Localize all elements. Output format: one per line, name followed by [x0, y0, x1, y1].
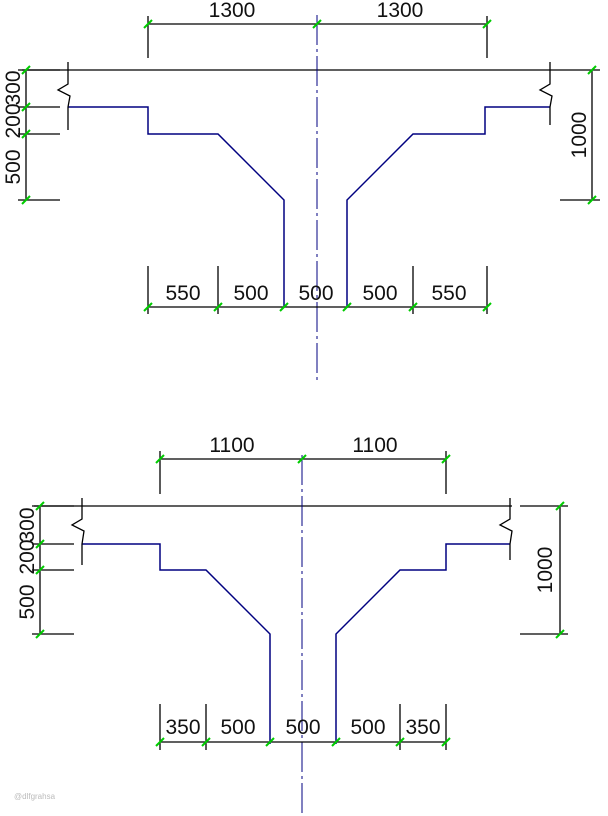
bottom-dim-text-1-4: 550: [431, 282, 466, 305]
section-outline-right-2: [335, 543, 510, 744]
section-outline-right-1: [346, 106, 550, 308]
watermark: @dlfgrahsa: [14, 792, 56, 801]
bottom-dim-tick-2e: [395, 737, 405, 747]
left-dim-tick-1a: [21, 65, 31, 75]
break-symbol-left-2: [70, 498, 85, 565]
top-dim-text-1-1: 1300: [377, 0, 424, 22]
bottom-dim-tick-1c: [279, 302, 289, 312]
bottom-dim-tick-2d: [331, 737, 341, 747]
top-dim-tick-2a: [155, 454, 165, 464]
left-dim-tick-2d: [35, 629, 45, 639]
bottom-dim-tick-1b: [213, 302, 223, 312]
right-dim-tick-2b: [555, 629, 565, 639]
top-dim-text-2-1: 1100: [352, 434, 397, 457]
left-dim-tick-2c: [35, 565, 45, 575]
bottom-dim-tick-2c: [265, 737, 275, 747]
break-symbol-right-2: [498, 498, 513, 560]
top-dim-text-1-0: 1300: [209, 0, 256, 22]
bottom-dim-text-2-1: 500: [220, 716, 255, 739]
right-dim-text-2: 1000: [534, 547, 557, 594]
bottom-dim-tick-1f: [482, 302, 492, 312]
bottom-dim-tick-1d: [342, 302, 352, 312]
bottom-dim-text-1-1: 500: [233, 282, 268, 305]
bottom-dim-text-2-2: 500: [285, 716, 320, 739]
bottom-dim-text-1-0: 550: [165, 282, 200, 305]
right-dim-tick-2a: [555, 501, 565, 511]
break-symbol-left-1: [56, 62, 71, 130]
left-dim-tick-1d: [21, 195, 31, 205]
left-dim-tick-2b: [35, 539, 45, 549]
bottom-dim-tick-2a: [155, 737, 165, 747]
top-dim-tick-1c: [482, 19, 492, 29]
bottom-dim-text-1-2: 500: [298, 282, 333, 305]
right-dim-tick-1a: [587, 65, 597, 75]
left-dim-text-2-0: 300: [16, 507, 39, 542]
left-dim-text-1-2: 500: [2, 149, 25, 184]
top-dim-tick-1a: [143, 19, 153, 29]
t-beam-section-1: 1300 1300 300 200 500 1000 550: [2, 0, 600, 380]
bottom-dim-tick-1e: [408, 302, 418, 312]
top-dim-text-2-0: 1100: [209, 434, 254, 457]
bottom-dim-text-2-0: 350: [165, 716, 200, 739]
top-dim-tick-1b: [312, 19, 322, 29]
left-dim-tick-2a: [35, 501, 45, 511]
top-dim-tick-2b: [297, 454, 307, 464]
left-dim-text-1-1: 200: [2, 103, 25, 138]
top-dim-tick-2c: [441, 454, 451, 464]
bottom-dim-tick-1a: [143, 302, 153, 312]
bottom-dim-text-2-4: 350: [405, 716, 440, 739]
left-dim-text-1-0: 300: [2, 70, 25, 105]
section-outline-left-1: [68, 106, 285, 308]
break-symbol-right-1: [538, 62, 553, 125]
right-dim-tick-1b: [587, 195, 597, 205]
t-beam-section-2: 1100 1100 300 200 500 1000 350: [16, 434, 568, 816]
bottom-dim-tick-2f: [441, 737, 451, 747]
left-dim-text-2-2: 500: [16, 584, 39, 619]
bottom-dim-tick-2b: [201, 737, 211, 747]
left-dim-tick-1b: [21, 102, 31, 112]
right-dim-text-1: 1000: [568, 112, 591, 159]
left-dim-text-2-1: 200: [16, 539, 39, 574]
section-outline-left-2: [82, 543, 271, 744]
bottom-dim-text-2-3: 500: [350, 716, 385, 739]
bottom-dim-text-1-3: 500: [362, 282, 397, 305]
left-dim-tick-1c: [21, 129, 31, 139]
